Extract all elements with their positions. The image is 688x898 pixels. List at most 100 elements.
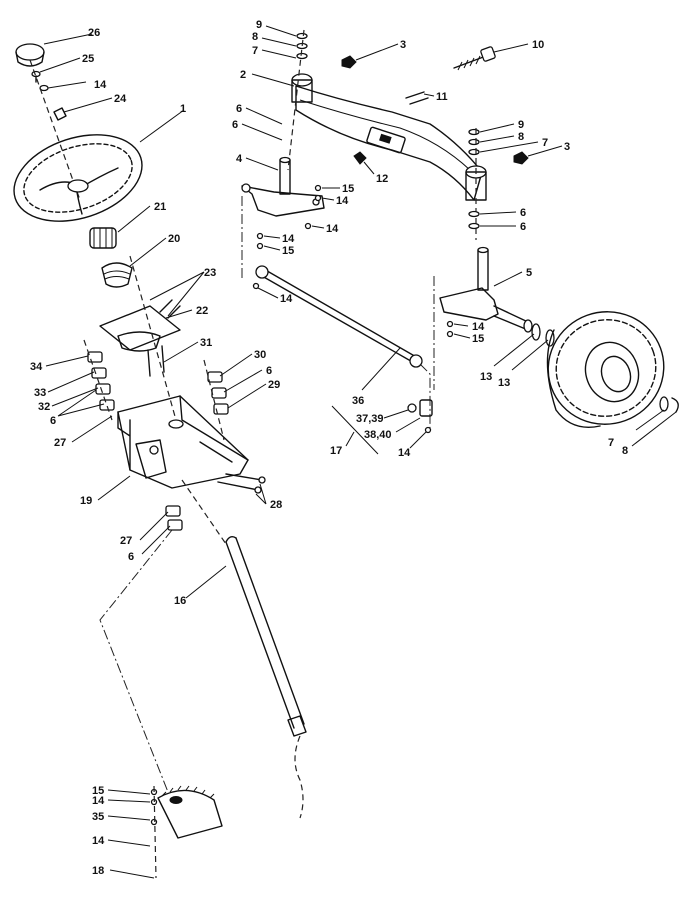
callout-18: 18 bbox=[92, 865, 104, 877]
callout-8-right: 8 bbox=[518, 131, 524, 143]
washers-13 bbox=[531, 323, 555, 347]
washers-7-8-9-right bbox=[468, 128, 480, 156]
callout-4: 4 bbox=[236, 153, 243, 165]
callout-33: 33 bbox=[34, 387, 46, 399]
callout-6-left: 6 bbox=[50, 415, 56, 427]
callout-6-right: 6 bbox=[266, 365, 272, 377]
callout-15-gear: 15 bbox=[92, 785, 104, 797]
bracket-22-23 bbox=[99, 299, 181, 352]
callout-6-axle-b: 6 bbox=[232, 119, 238, 131]
steering-cap-26 bbox=[15, 43, 45, 67]
steering-wheel-1 bbox=[13, 134, 143, 222]
spacer-centerline-left bbox=[83, 339, 113, 421]
clip-8-wheel bbox=[671, 397, 679, 413]
front-wheel bbox=[546, 311, 665, 428]
callout-2: 2 bbox=[240, 69, 246, 81]
callout-35: 35 bbox=[92, 811, 104, 823]
callout-14-spindle-a: 14 bbox=[336, 195, 349, 207]
shaft-centerline-bottom bbox=[294, 735, 304, 819]
callout-5: 5 bbox=[526, 267, 532, 279]
callout-14-balljoint: 14 bbox=[398, 447, 411, 459]
spindle-centerline-left bbox=[287, 29, 305, 171]
callout-14-right: 14 bbox=[472, 321, 485, 333]
callout-3-top: 3 bbox=[400, 39, 406, 51]
spacers-29-30 bbox=[207, 371, 229, 415]
spindle-hardware-left bbox=[256, 184, 322, 250]
callout-21: 21 bbox=[154, 201, 166, 213]
callout-28: 28 bbox=[270, 499, 282, 511]
callout-22: 22 bbox=[196, 305, 208, 317]
callout-36: 36 bbox=[352, 395, 364, 407]
shaft-centerline-top bbox=[181, 479, 227, 545]
callout-7-wheel: 7 bbox=[608, 437, 614, 449]
column-centerline-top bbox=[29, 59, 81, 201]
callout-6-right-b: 6 bbox=[520, 221, 526, 233]
callout-16: 16 bbox=[174, 595, 186, 607]
callout-12: 12 bbox=[376, 173, 388, 185]
spindle-5 bbox=[439, 246, 533, 333]
callout-7-right: 7 bbox=[542, 137, 548, 149]
drag-link-guide-right bbox=[419, 363, 431, 430]
callout-labels: 26 25 14 24 1 21 20 23 22 34 31 33 32 6 … bbox=[30, 19, 628, 877]
steering-shaft-16 bbox=[225, 535, 307, 737]
callout-6-lower: 6 bbox=[128, 551, 134, 563]
callout-24: 24 bbox=[114, 93, 127, 105]
pin-11 bbox=[405, 91, 429, 105]
callout-37-39: 37,39 bbox=[356, 413, 384, 425]
callout-30: 30 bbox=[254, 349, 266, 361]
callout-20: 20 bbox=[168, 233, 180, 245]
gear-hardware-14-15 bbox=[150, 785, 158, 879]
callout-19: 19 bbox=[80, 495, 92, 507]
front-axle-2 bbox=[291, 73, 487, 201]
column-centerline-mid bbox=[129, 255, 177, 421]
callout-32: 32 bbox=[38, 401, 50, 413]
ball-joint-37-40 bbox=[407, 399, 433, 434]
bolt-10 bbox=[453, 46, 496, 71]
callout-14: 14 bbox=[94, 79, 107, 91]
callout-34: 34 bbox=[30, 361, 43, 373]
washer-7-wheel bbox=[659, 396, 669, 412]
drag-link-36 bbox=[252, 265, 423, 368]
insert-24 bbox=[53, 107, 67, 121]
callout-6-right-a: 6 bbox=[520, 207, 526, 219]
washers-7-8-9-left bbox=[296, 32, 308, 60]
callout-10: 10 bbox=[532, 39, 544, 51]
bushing-27-lower bbox=[165, 505, 183, 531]
sector-gear-35 bbox=[157, 785, 223, 839]
bolts-28 bbox=[217, 473, 266, 494]
callout-26: 26 bbox=[88, 27, 100, 39]
callout-9-right: 9 bbox=[518, 119, 524, 131]
spacers-32-33-34 bbox=[87, 351, 115, 411]
callout-8-wheel: 8 bbox=[622, 445, 628, 457]
callout-13-b: 13 bbox=[498, 377, 510, 389]
callout-27-lower: 27 bbox=[120, 535, 132, 547]
callout-3-right: 3 bbox=[564, 141, 570, 153]
callout-9-left: 9 bbox=[256, 19, 262, 31]
callout-17: 17 bbox=[330, 445, 342, 457]
callout-27: 27 bbox=[54, 437, 66, 449]
callout-15-spindle: 15 bbox=[342, 183, 354, 195]
callout-15-right: 15 bbox=[472, 333, 484, 345]
callout-14-spindle-c: 14 bbox=[282, 233, 295, 245]
adapter-21 bbox=[89, 227, 117, 249]
callout-14-spindle-b: 14 bbox=[326, 223, 339, 235]
callout-23: 23 bbox=[204, 267, 216, 279]
screw-25 bbox=[31, 70, 41, 83]
callout-38-40: 38,40 bbox=[364, 429, 392, 441]
spacer-centerline-right bbox=[203, 359, 225, 441]
callout-14-gear-lower: 14 bbox=[92, 835, 105, 847]
callout-8-left: 8 bbox=[252, 31, 258, 43]
callout-7-left: 7 bbox=[252, 45, 258, 57]
nut-12 bbox=[353, 151, 367, 165]
spindle-hardware-right bbox=[446, 210, 480, 338]
callout-6-axle-a: 6 bbox=[236, 103, 242, 115]
callout-29: 29 bbox=[268, 379, 280, 391]
steering-support-19 bbox=[117, 395, 249, 489]
callout-15-spindle-c: 15 bbox=[282, 245, 294, 257]
callout-13-a: 13 bbox=[480, 371, 492, 383]
callout-14-draglink: 14 bbox=[280, 293, 293, 305]
callout-14-gear: 14 bbox=[92, 795, 105, 807]
gear-alignment-line bbox=[99, 529, 173, 793]
bushing-31 bbox=[147, 345, 165, 377]
